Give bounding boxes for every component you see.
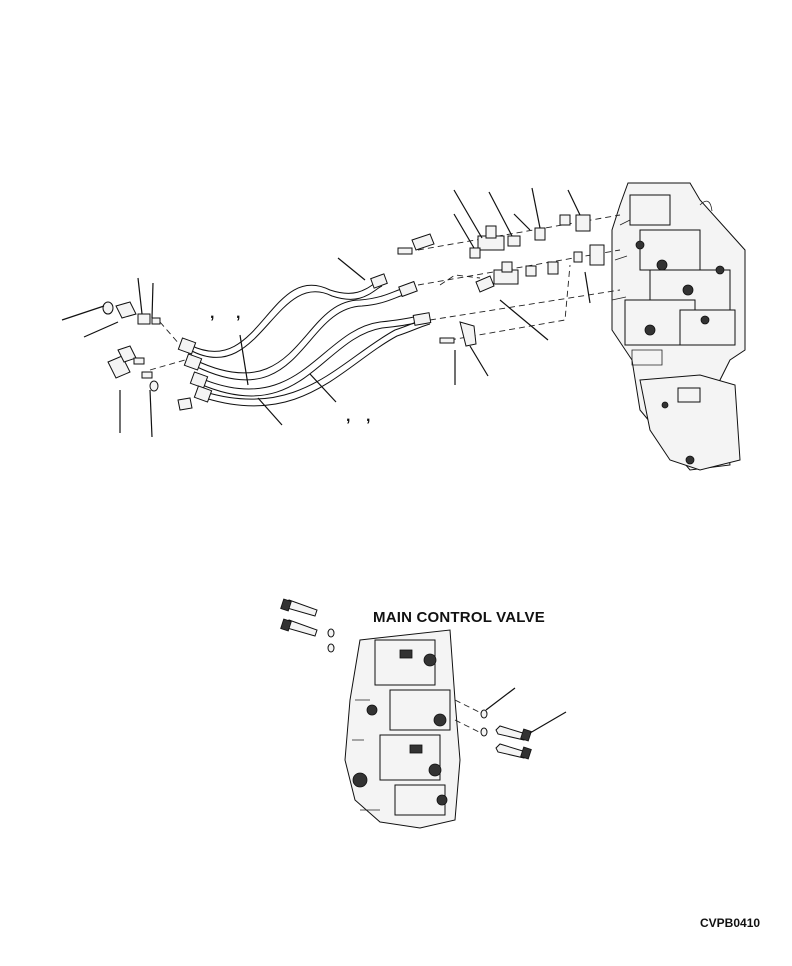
figure-code: CVPB0410 xyxy=(700,916,761,930)
separator-comma: , xyxy=(236,305,241,322)
valve-block-upper xyxy=(611,182,746,471)
separator-comma: , xyxy=(366,408,371,425)
hose-bundle xyxy=(177,273,432,407)
separator-comma: , xyxy=(346,408,351,425)
left-hardware xyxy=(102,301,193,411)
diagram-title: MAIN CONTROL VALVE xyxy=(373,609,545,626)
main-control-valve xyxy=(280,598,567,829)
separator-comma: , xyxy=(210,305,215,322)
leader-lines xyxy=(61,187,591,438)
